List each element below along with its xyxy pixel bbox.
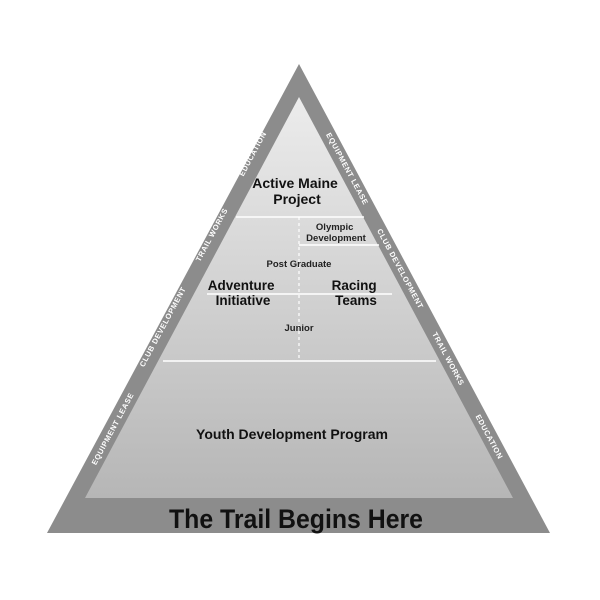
tier-adventure-initiative: Adventure Initiative (208, 278, 279, 308)
tier-olympic-development: Olympic Development (306, 222, 366, 244)
tier-post-graduate: Post Graduate (267, 259, 332, 270)
tier-racing-teams: Racing Teams (332, 278, 381, 308)
tier-youth-development-program: Youth Development Program (196, 426, 388, 442)
tier-junior: Junior (284, 323, 313, 334)
base-title: The Trail Begins Here (169, 504, 423, 534)
tier-active-maine-project: Active Maine Project (252, 175, 341, 207)
